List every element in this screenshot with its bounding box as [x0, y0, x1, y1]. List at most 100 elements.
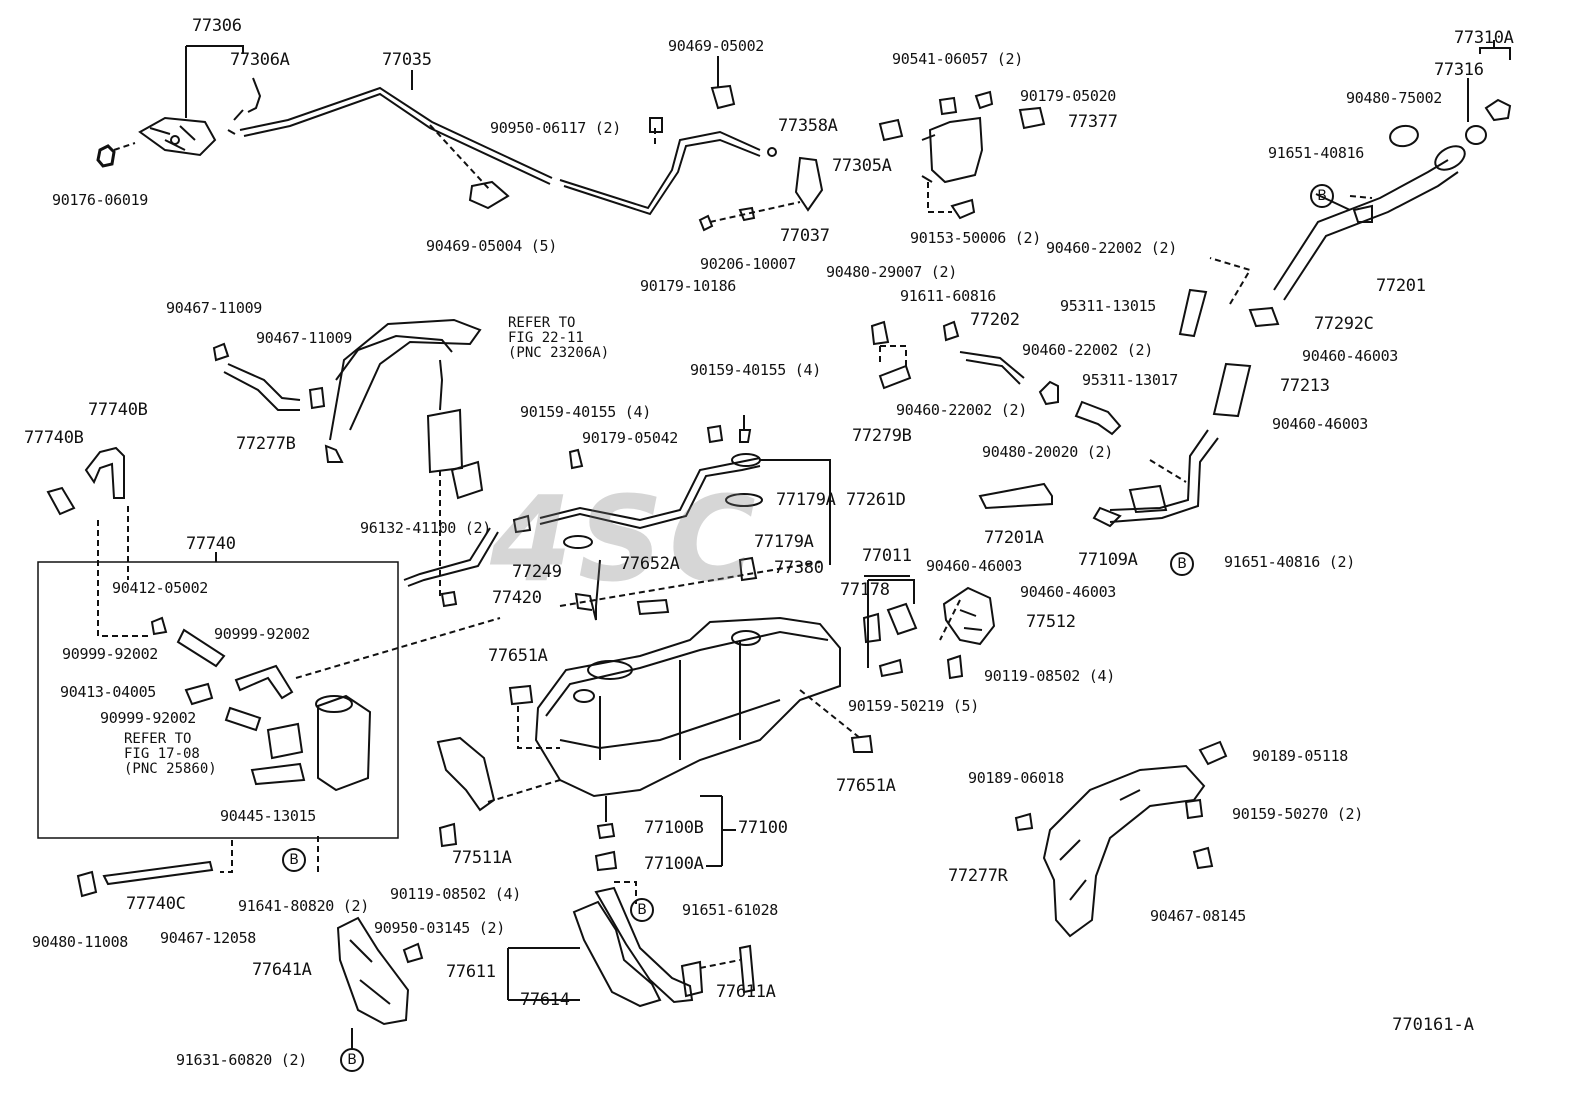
label-90460-22002-b: 90460-22002 (2)	[1022, 341, 1153, 359]
group-brackets	[700, 575, 910, 867]
label-77201A: 77201A	[984, 528, 1044, 548]
label-91631-60820: 91631-60820 (2)	[176, 1051, 307, 1069]
label-77306: 77306	[192, 16, 242, 36]
label-77740: 77740	[186, 534, 236, 554]
label-77651A-a: 77651A	[488, 646, 548, 666]
label-90480-11008: 90480-11008	[32, 933, 129, 951]
label-90999-92002-c: 90999-92002	[100, 709, 197, 727]
label-77380: 77380	[774, 558, 824, 578]
label-90412-05002: 90412-05002	[112, 579, 209, 597]
refer-fig-22-11: REFER TO FIG 22-11 (PNC 23206A)	[508, 315, 610, 361]
label-77035: 77035	[382, 50, 432, 70]
charcoal-canister-box	[37, 446, 501, 839]
opener-cable	[239, 56, 777, 216]
label-90460-46003-b: 90460-46003	[1272, 415, 1369, 433]
label-90467-11009-b: 90467-11009	[256, 329, 353, 347]
tank-straps	[507, 881, 756, 1008]
label-77377: 77377	[1068, 112, 1118, 132]
label-77100B: 77100B	[644, 818, 704, 838]
label-77011: 77011	[862, 546, 912, 566]
refer-fig-17-08: REFER TO FIG 17-08 (PNC 25860)	[124, 731, 217, 777]
label-95311-13017: 95311-13017	[1082, 371, 1179, 389]
label-77512: 77512	[1026, 612, 1076, 632]
label-90460-46003-a: 90460-46003	[1302, 347, 1399, 365]
label-90950-06117: 90950-06117 (2)	[490, 119, 621, 137]
fuel-filler-lid	[698, 90, 1046, 232]
label-77179A-2: 77179A	[754, 532, 814, 552]
label-77614: 77614	[520, 990, 570, 1010]
label-77277R: 77277R	[948, 866, 1008, 886]
vent-line-77261D	[403, 415, 831, 608]
b-marker-2: B	[1170, 552, 1194, 576]
label-77420: 77420	[492, 588, 542, 608]
label-90413-04005: 90413-04005	[60, 683, 157, 701]
label-77292C: 77292C	[1314, 314, 1374, 334]
door-lock-assembly	[96, 45, 262, 168]
diagram-code: 770161-A	[1392, 1015, 1474, 1035]
label-90189-06018: 90189-06018	[968, 769, 1065, 787]
label-77652A: 77652A	[620, 554, 680, 574]
tank-bracket-77512	[939, 586, 996, 680]
label-77740B-a: 77740B	[88, 400, 148, 420]
label-77249: 77249	[512, 562, 562, 582]
label-90179-05020: 90179-05020	[1020, 87, 1117, 105]
label-77100: 77100	[738, 818, 788, 838]
label-91651-61028: 91651-61028	[682, 901, 779, 919]
label-90467-11009-a: 90467-11009	[166, 299, 263, 317]
label-77100A: 77100A	[644, 854, 704, 874]
label-90189-05118: 90189-05118	[1252, 747, 1349, 765]
bottom-left-parts	[76, 736, 561, 1050]
label-77201: 77201	[1376, 276, 1426, 296]
label-91651-40816-2: 91651-40816 (2)	[1224, 553, 1355, 571]
label-90999-92002-b: 90999-92002	[62, 645, 159, 663]
label-90999-92002-a: 90999-92002	[214, 625, 311, 643]
fuel-tank	[508, 556, 918, 872]
label-77202: 77202	[970, 310, 1020, 330]
label-77641A: 77641A	[252, 960, 312, 980]
label-77279B: 77279B	[852, 426, 912, 446]
label-77611A: 77611A	[716, 982, 776, 1002]
label-77109A: 77109A	[1078, 550, 1138, 570]
label-90179-10186: 90179-10186	[640, 277, 737, 295]
label-90480-29007: 90480-29007 (2)	[826, 263, 957, 281]
label-90467-08145: 90467-08145	[1150, 907, 1247, 925]
label-77358A: 77358A	[778, 116, 838, 136]
label-77178: 77178	[840, 580, 890, 600]
label-91611-60816: 91611-60816	[900, 287, 997, 305]
b-marker-5: B	[340, 1048, 364, 1072]
label-90153-50006: 90153-50006 (2)	[910, 229, 1041, 247]
label-90159-50270: 90159-50270 (2)	[1232, 805, 1363, 823]
filler-pipe	[1273, 40, 1512, 301]
label-90541-06057: 90541-06057 (2)	[892, 50, 1023, 68]
b-marker-3: B	[282, 848, 306, 872]
vent-tubes	[212, 318, 484, 500]
label-77511A: 77511A	[452, 848, 512, 868]
label-90159-40155-b: 90159-40155 (4)	[520, 403, 651, 421]
label-90176-06019: 90176-06019	[52, 191, 149, 209]
label-77310A: 77310A	[1454, 28, 1514, 48]
fender-liner-77277R	[1014, 740, 1228, 938]
label-90119-08502-a: 90119-08502 (4)	[984, 667, 1115, 685]
label-90159-40155-a: 90159-40155 (4)	[690, 361, 821, 379]
watermark: 4SC	[490, 470, 762, 608]
label-91651-40816: 91651-40816	[1268, 144, 1365, 162]
label-77651A-b: 77651A	[836, 776, 896, 796]
label-90467-12058: 90467-12058	[160, 929, 257, 947]
label-90445-13015: 90445-13015	[220, 807, 317, 825]
label-77261D: 77261D	[846, 490, 906, 510]
label-90206-10007: 90206-10007	[700, 255, 797, 273]
label-77305A: 77305A	[832, 156, 892, 176]
label-77213: 77213	[1280, 376, 1330, 396]
label-77179A-1: 77179A	[776, 490, 836, 510]
label-90480-20020: 90480-20020 (2)	[982, 443, 1113, 461]
label-77740B-b: 77740B	[24, 428, 84, 448]
label-90950-03145: 90950-03145 (2)	[374, 919, 505, 937]
label-77306A: 77306A	[230, 50, 290, 70]
label-90460-22002-c: 90460-22002 (2)	[896, 401, 1027, 419]
label-90460-22002-a: 90460-22002 (2)	[1046, 239, 1177, 257]
b-marker-4: B	[630, 898, 654, 922]
label-77277B: 77277B	[236, 434, 296, 454]
b-marker-1: B	[1310, 184, 1334, 208]
